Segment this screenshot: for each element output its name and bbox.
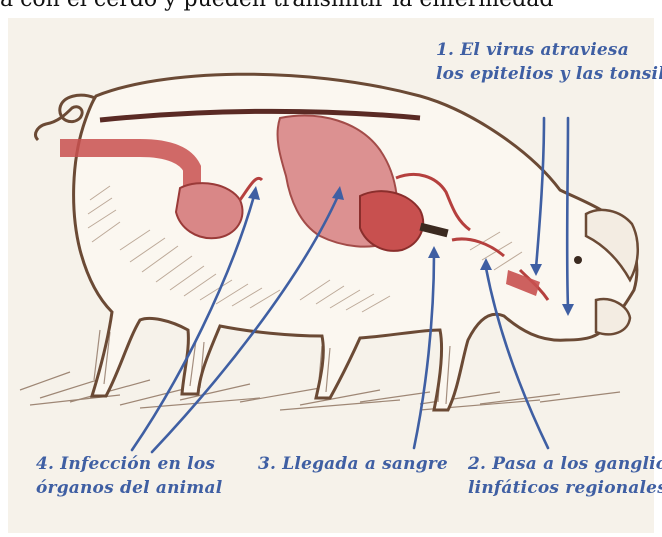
step-1-label: 1. El virus atraviesa los epitelios y la… — [436, 38, 662, 86]
legs-hatching — [94, 330, 450, 404]
pig-eye — [574, 256, 582, 264]
arrow-step1-b — [567, 118, 568, 308]
step-3-line-1: 3. Llegada a sangre — [258, 452, 448, 476]
step-3-label: 3. Llegada a sangre — [258, 452, 448, 476]
step-2-line-2: linfáticos regionales — [468, 476, 662, 500]
step-4-line-2: órganos del animal — [36, 476, 222, 500]
step-4-label: 4. Infección en los órganos del animal — [36, 452, 222, 500]
step-2-line-1: 2. Pasa a los ganglios — [468, 452, 662, 476]
step-2-label: 2. Pasa a los ganglios linfáticos region… — [468, 452, 662, 500]
step-4-line-1: 4. Infección en los — [36, 452, 222, 476]
step-1-line-2: los epitelios y las tonsilas — [436, 62, 662, 86]
step-1-line-1: 1. El virus atraviesa — [436, 38, 662, 62]
